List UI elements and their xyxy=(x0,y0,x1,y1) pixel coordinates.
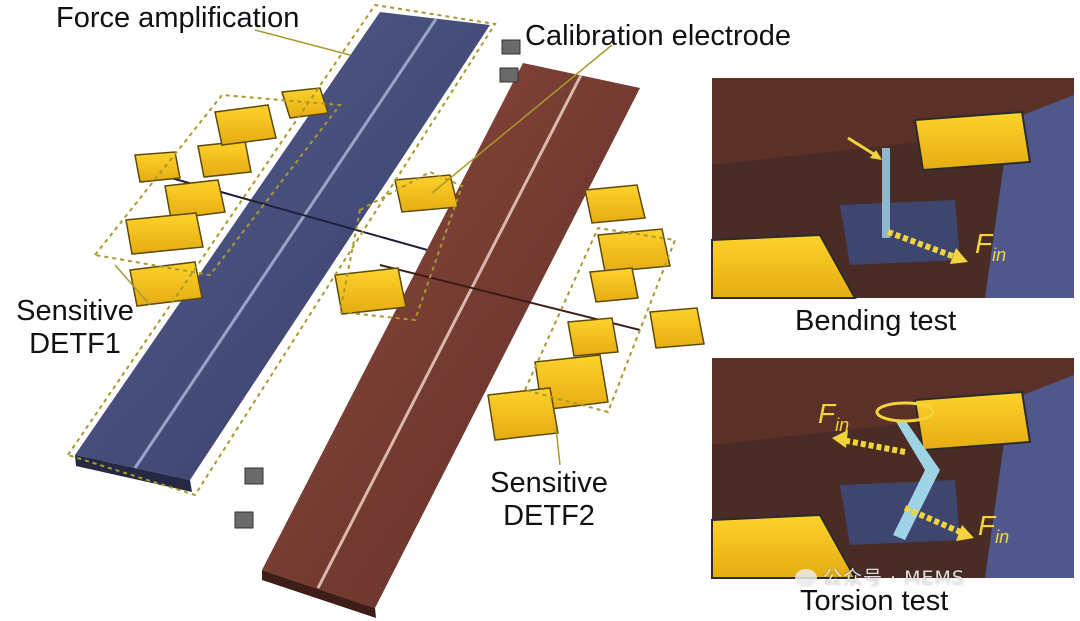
torsion-inset-force-arrow-bottom xyxy=(903,505,967,537)
annotation-outlines xyxy=(66,3,677,497)
wechat-icon xyxy=(795,569,817,587)
brown-beam xyxy=(262,63,640,608)
sensitive-detf1-label: Sensitive DETF1 xyxy=(0,295,150,361)
bending-inset-tip-base xyxy=(840,200,960,265)
anchor-block xyxy=(244,467,264,485)
gold-pad xyxy=(597,228,671,273)
bending-inset-force-arrow xyxy=(886,229,960,261)
torsion-inset-force-arrowhead-top xyxy=(832,430,848,448)
calibration-electrode-label: Calibration electrode xyxy=(525,20,791,52)
anchor-block xyxy=(501,39,521,55)
gold-pad xyxy=(394,174,459,213)
calibration-outline xyxy=(338,170,464,322)
bending-inset-top-band xyxy=(712,78,1074,165)
sensitive-detf1-line1: Sensitive xyxy=(16,295,134,327)
sensitive-detf2-line2: DETF2 xyxy=(503,500,595,532)
gold-pad xyxy=(487,387,559,441)
gold-pad xyxy=(281,87,329,119)
torsion-inset-tip-base xyxy=(840,480,960,545)
blue-beam-side xyxy=(75,455,192,492)
torsion-inset-probe xyxy=(893,420,940,540)
bending-inset-pointer-arrowhead xyxy=(870,150,882,160)
gold-pad xyxy=(589,267,639,303)
watermark-text: 公众号 · MEMS xyxy=(823,567,965,589)
gold-pad xyxy=(649,307,705,349)
bending-inset-gold-pad-top xyxy=(913,110,1032,172)
torsion-force-label-top: Fin xyxy=(818,398,849,435)
gold-pad xyxy=(214,104,277,146)
torsion-inset-gold-pad-top xyxy=(913,390,1032,452)
brown-beam-side xyxy=(262,570,376,618)
bending-inset-force-arrowhead xyxy=(950,248,968,264)
gold-pad xyxy=(197,140,252,178)
gold-pad xyxy=(125,212,204,255)
torsion-inset-rotation-arrow xyxy=(875,401,935,423)
anchor-block xyxy=(234,511,254,529)
brown-beam-slot xyxy=(316,74,583,589)
torsion-inset-top-band xyxy=(712,358,1074,445)
torsion-test-label: Torsion test xyxy=(800,585,949,617)
torsion-test-inset: Fin Fin xyxy=(711,358,1074,579)
force-amplification-label: Force amplification xyxy=(56,2,300,34)
detf1-outline xyxy=(93,93,342,277)
force-amplification-outline xyxy=(66,3,497,497)
bending-inset-probe xyxy=(882,148,890,238)
torsion-inset-force-arrowhead-bottom xyxy=(956,525,974,541)
sensitive-detf2-line1: Sensitive xyxy=(490,467,608,499)
sensitive-detf1-line2: DETF1 xyxy=(29,328,121,360)
bending-force-label: Fin xyxy=(975,228,1006,265)
leader-detf2 xyxy=(555,427,561,466)
torsion-inset-gold-pad-bottom xyxy=(711,513,857,579)
leader-lines xyxy=(114,29,613,466)
gold-pad xyxy=(584,184,646,224)
torsion-inset-force-arrow-top xyxy=(841,437,906,455)
leader-calibration xyxy=(431,44,613,194)
gold-pad xyxy=(134,151,181,183)
bending-test-inset: Fin xyxy=(711,78,1074,299)
torsion-force-label-bottom: Fin xyxy=(978,510,1009,547)
anchor-blocks xyxy=(234,39,521,529)
bending-test-label: Bending test xyxy=(795,305,957,337)
gold-pad xyxy=(129,261,203,307)
leader-force xyxy=(254,29,351,56)
gold-pad xyxy=(567,317,619,357)
sensitive-detf2-label: Sensitive DETF2 xyxy=(474,467,624,533)
gold-pad xyxy=(164,179,226,220)
gold-pads xyxy=(125,87,705,441)
anchor-block xyxy=(499,67,519,83)
blue-beam-structure xyxy=(75,12,490,492)
gold-pad xyxy=(334,267,407,315)
leader-detf1 xyxy=(114,264,151,306)
blue-beam-slot xyxy=(133,18,438,469)
watermark: 公众号 · MEMS xyxy=(795,563,965,590)
bending-inset-gold-pad-bottom xyxy=(711,233,857,299)
